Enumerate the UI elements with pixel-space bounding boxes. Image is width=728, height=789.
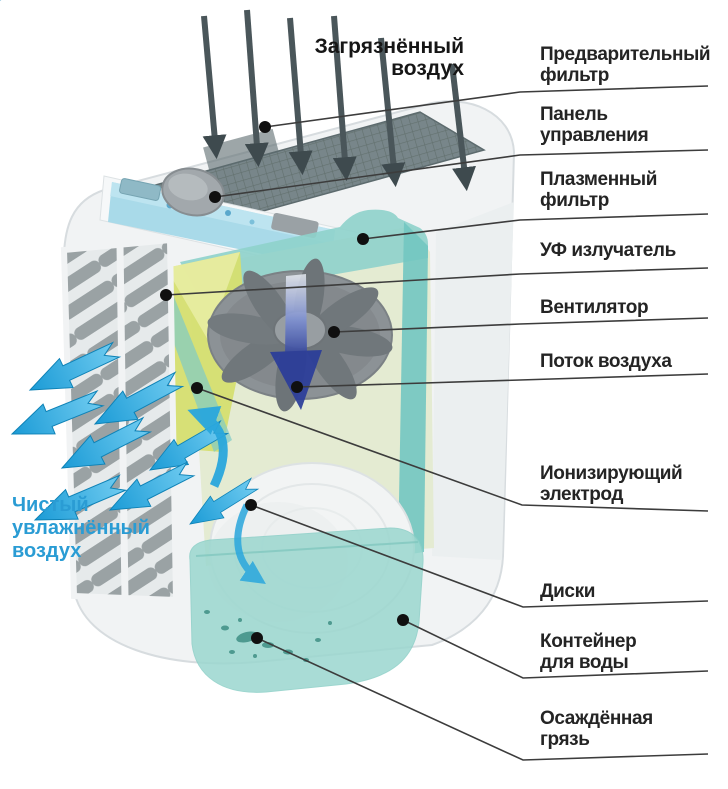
callout-airflow: Поток воздуха [540,351,672,372]
clean-air-label: Чистый увлажнённый воздух [12,494,150,562]
leader-dots [160,121,409,644]
clean-air-arrows [0,0,266,584]
circulation-arrow [187,406,228,488]
callout-plasma-filter: Плазменный фильтр [540,169,657,211]
callout-control-panel: Панель управления [540,104,649,146]
callout-uv-emitter: УФ излучатель [540,240,676,261]
water-tank [189,527,424,693]
airflow-arrow [270,274,322,410]
dirty-air-arrows [201,9,476,192]
dirty-air-label: Загрязнённый воздух [314,35,464,80]
callout-prefilter: Предварительный фильтр [540,44,711,86]
cutaway-right-wall [398,222,428,556]
leader-lines [160,85,709,761]
callout-electrode: Ионизирующий электрод [540,463,683,505]
uv-teal-band [180,209,428,298]
callout-disks: Диски [540,581,595,602]
callout-water-container: Контейнер для воды [540,631,637,673]
callout-settled-dirt: Осаждённая грязь [540,708,653,750]
panel-display-right [271,212,319,239]
circulation-arrow-2 [234,503,266,584]
panel-display-left [119,178,162,201]
callout-fan: Вентилятор [540,297,649,318]
